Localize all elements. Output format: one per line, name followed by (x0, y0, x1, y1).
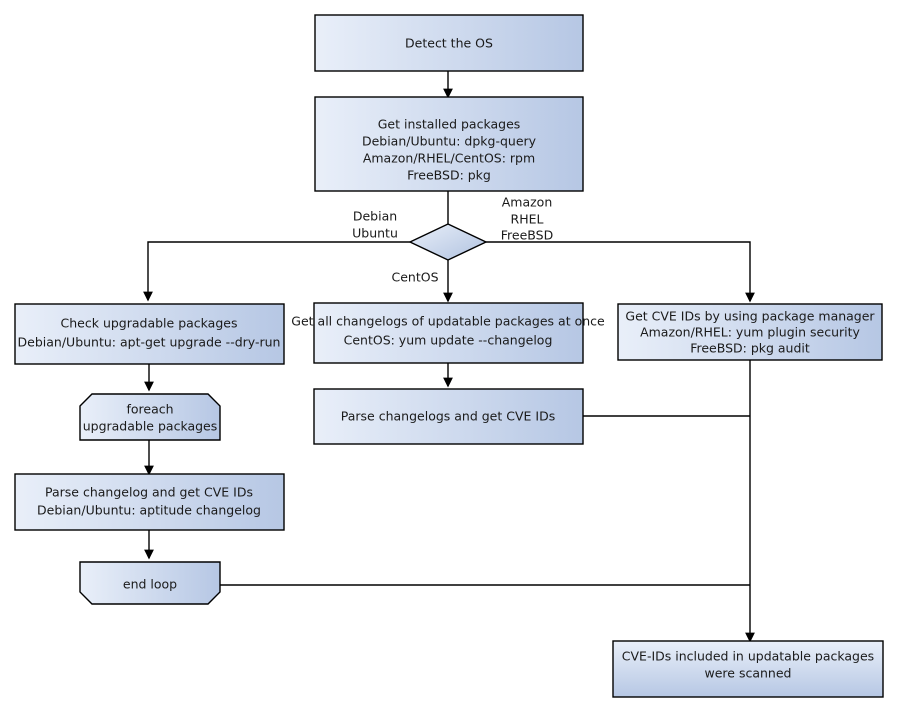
node-get-all-changelogs-shape (313, 302, 584, 364)
node-get-installed-packages-shape (314, 96, 584, 192)
node-get-cve-ids-pkgmgr[interactable]: Get CVE IDs by using package manager Ama… (617, 303, 883, 361)
label-amazon-rhel-freebsd-line-1: RHEL (511, 212, 544, 227)
node-scanned-result[interactable]: CVE-IDs included in updatable packages w… (612, 640, 884, 698)
node-scanned-result-line-0: CVE-IDs included in updatable packages (622, 649, 874, 664)
node-os-decision[interactable] (408, 223, 488, 261)
node-get-installed-packages-line-2: Amazon/RHEL/CentOS: rpm (363, 151, 535, 166)
node-foreach-upgradable-packages-line-0: foreach (126, 402, 173, 417)
label-amazon-rhel-freebsd-line-2: FreeBSD (501, 228, 553, 243)
label-debian-ubuntu: Debian Ubuntu (352, 209, 398, 241)
node-detect-os-line-0: Detect the OS (405, 36, 493, 51)
node-parse-changelogs-centos-line-0: Parse changelogs and get CVE IDs (341, 409, 555, 424)
edge-decision-to-right-branch (486, 241, 755, 303)
label-debian-ubuntu-line-1: Ubuntu (352, 226, 398, 241)
label-debian-ubuntu-line-0: Debian (353, 209, 397, 224)
node-check-upgradable-packages-shape (14, 303, 285, 365)
node-get-installed-packages[interactable]: Get installed packages Debian/Ubuntu: dp… (314, 96, 584, 192)
node-parse-changelogs-centos[interactable]: Parse changelogs and get CVE IDs (313, 388, 584, 445)
label-amazon-rhel-freebsd-line-0: Amazon (502, 195, 553, 210)
node-parse-changelogs-centos-shape (313, 388, 584, 445)
node-foreach-upgradable-packages-line-1: upgradable packages (83, 419, 218, 434)
label-amazon-rhel-freebsd: Amazon RHEL FreeBSD (501, 195, 553, 243)
label-centos-line-0: CentOS (391, 270, 438, 285)
node-get-cve-ids-pkgmgr-line-2: FreeBSD: pkg audit (690, 341, 810, 356)
node-foreach-upgradable-packages-shape (79, 393, 221, 441)
node-scanned-result-line-1: were scanned (705, 666, 792, 681)
node-end-loop-shape (79, 561, 221, 605)
node-check-upgradable-packages-line-1: Debian/Ubuntu: apt-get upgrade --dry-run (18, 335, 281, 350)
node-scanned-result-shape (612, 640, 884, 698)
node-get-installed-packages-line-3: FreeBSD: pkg (407, 168, 491, 183)
node-get-installed-packages-line-0: Get installed packages (378, 117, 521, 132)
node-get-cve-ids-pkgmgr-line-0: Get CVE IDs by using package manager (625, 309, 875, 324)
node-get-all-changelogs-line-0: Get all changelogs of updatable packages… (291, 314, 605, 329)
node-end-loop[interactable]: end loop (79, 561, 221, 605)
edge-decision-to-left-branch (143, 241, 410, 302)
node-foreach-upgradable-packages[interactable]: foreach upgradable packages (79, 393, 221, 441)
node-parse-changelog-deb[interactable]: Parse changelog and get CVE IDs Debian/U… (14, 473, 285, 531)
node-detect-os-shape (314, 14, 584, 72)
node-check-upgradable-packages[interactable]: Check upgradable packages Debian/Ubuntu:… (14, 303, 285, 365)
node-get-installed-packages-line-1: Debian/Ubuntu: dpkg-query (362, 134, 537, 149)
connectors (143, 71, 755, 643)
node-parse-changelog-deb-line-1: Debian/Ubuntu: aptitude changelog (37, 503, 261, 518)
node-check-upgradable-packages-line-0: Check upgradable packages (61, 316, 238, 331)
label-centos: CentOS (391, 270, 438, 285)
node-get-all-changelogs[interactable]: Get all changelogs of updatable packages… (291, 302, 605, 364)
node-parse-changelog-deb-shape (14, 473, 285, 531)
node-end-loop-line-0: end loop (123, 577, 177, 592)
node-get-all-changelogs-line-1: CentOS: yum update --changelog (344, 333, 553, 348)
node-get-cve-ids-pkgmgr-line-1: Amazon/RHEL: yum plugin security (640, 325, 860, 340)
node-os-decision-shape (408, 223, 488, 261)
node-get-cve-ids-pkgmgr-shape (617, 303, 883, 361)
node-parse-changelog-deb-line-0: Parse changelog and get CVE IDs (45, 485, 253, 500)
node-detect-os[interactable]: Detect the OS (314, 14, 584, 72)
